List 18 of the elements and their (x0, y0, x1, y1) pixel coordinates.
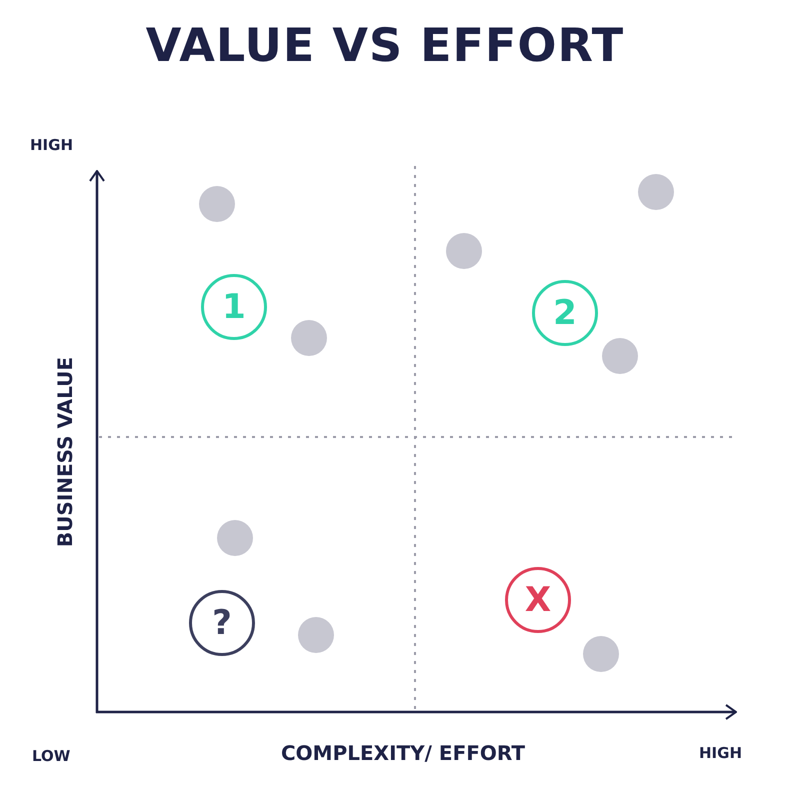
chart-title: VALUE VS EFFORT (144, 18, 626, 72)
axis-label: LOW (32, 747, 70, 765)
axis-label: COMPLEXITY/ EFFORT (281, 741, 526, 765)
point-dot (638, 174, 674, 210)
numbered-circle: 1 (201, 274, 267, 340)
numbered-circle: ? (189, 590, 255, 656)
point-dot (217, 520, 253, 556)
point-dot (291, 320, 327, 356)
point-dot (298, 617, 334, 653)
numbered-circle: X (505, 567, 571, 633)
point-dot (446, 233, 482, 269)
numbered-circle: 2 (532, 280, 598, 346)
point-dot (199, 186, 235, 222)
axis-label: HIGH (699, 744, 742, 762)
axis-label: HIGH (30, 136, 74, 154)
point-dot (583, 636, 619, 672)
point-dot (602, 338, 638, 374)
axis-label: BUSINESS VALUE (53, 356, 77, 548)
